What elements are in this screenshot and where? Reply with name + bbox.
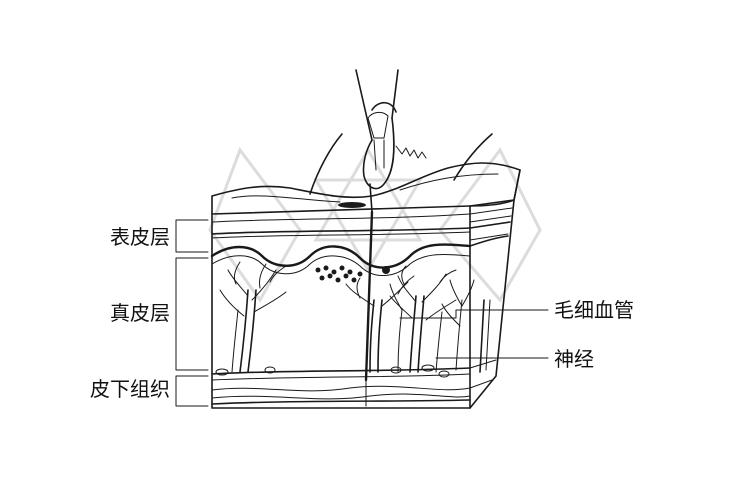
layer-brackets	[175, 219, 209, 407]
nerves	[231, 283, 443, 373]
label-capillary: 毛细血管	[554, 298, 634, 322]
ink-particles	[315, 265, 390, 283]
label-subcutaneous: 皮下组织	[90, 377, 170, 401]
label-dermis: 真皮层	[110, 301, 170, 325]
leader-lines	[399, 309, 549, 359]
watermark	[208, 146, 542, 303]
label-nerve: 神经	[554, 347, 594, 371]
skin-block	[210, 162, 521, 409]
tattoo-needle	[338, 69, 399, 407]
label-epidermis: 表皮层	[110, 225, 170, 249]
capillaries	[219, 261, 475, 373]
hairs	[309, 133, 493, 195]
